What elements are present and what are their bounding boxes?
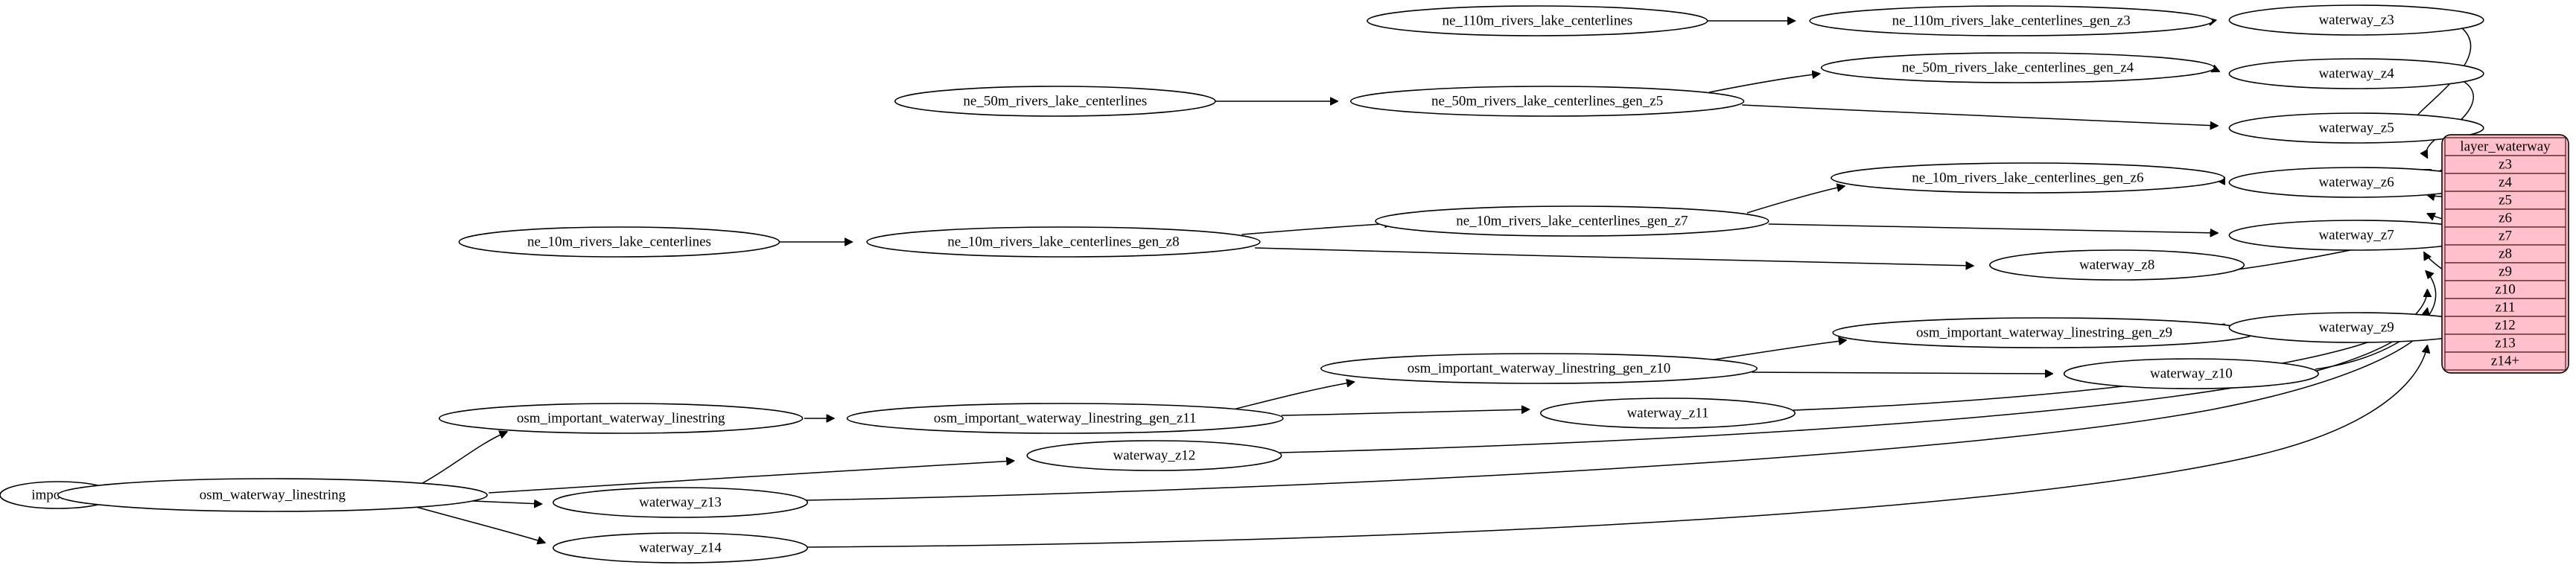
node-ellipse <box>439 403 804 434</box>
node-ellipse <box>2228 58 2484 89</box>
edge-gen_z10-waterway_z10 <box>1752 372 2053 374</box>
layer-table-header-cell <box>2444 137 2566 156</box>
layer-table-row-cell <box>2444 334 2566 353</box>
graph-node[interactable]: waterway_z10 <box>2063 358 2319 389</box>
layer-table-row-cell <box>2444 191 2566 210</box>
layer-table-row-cell <box>2444 155 2566 174</box>
edge-gen_z8-waterway_z8 <box>1255 247 1974 266</box>
layer-table-row[interactable]: z10 <box>2444 280 2566 299</box>
layer-table-row[interactable]: z11 <box>2444 298 2566 317</box>
node-ellipse <box>1539 398 1796 429</box>
node-ellipse <box>1367 5 1708 36</box>
graph-node[interactable]: waterway_z12 <box>1026 440 1282 471</box>
layer-table-row-cell <box>2444 173 2566 192</box>
graph-node[interactable]: waterway_z4 <box>2228 58 2484 89</box>
node-ellipse <box>846 403 1284 434</box>
layer-table-row[interactable]: z14+ <box>2444 351 2566 371</box>
layer-table-row-cell <box>2444 280 2566 299</box>
graph-node[interactable]: ne_10m_rivers_lake_centerlines_gen_z8 <box>866 226 1261 258</box>
nodes-layer: imposm3osm_waterway_linestringosm_import… <box>0 4 2484 564</box>
edge-waterway_z14-cell-z14 <box>806 345 2427 548</box>
node-ellipse <box>2228 112 2484 144</box>
layer-table-row[interactable]: z7 <box>2444 226 2566 246</box>
node-ellipse <box>1820 52 2216 83</box>
layer-waterway-table: layer_waterwayz3z4z5z6z7z8z9z10z11z12z13… <box>2441 134 2569 374</box>
graph-node[interactable]: ne_50m_rivers_lake_centerlines_gen_z5 <box>1349 86 1745 117</box>
node-ellipse <box>1375 205 1769 237</box>
edge-gen_z11-gen_z10 <box>1230 382 1354 411</box>
graph-node[interactable]: osm_important_waterway_linestring_gen_z9 <box>1832 317 2257 348</box>
graph-node[interactable]: ne_50m_rivers_lake_centerlines_gen_z4 <box>1820 52 2216 83</box>
node-ellipse <box>2228 4 2484 36</box>
edge-gen_z8-gen_z7 <box>1241 223 1392 235</box>
graph-node[interactable]: osm_important_waterway_linestring_gen_z1… <box>846 403 1284 434</box>
node-ellipse <box>866 226 1261 258</box>
node-ellipse <box>57 478 488 512</box>
graph-node[interactable]: ne_50m_rivers_lake_centerlines <box>894 86 1216 117</box>
node-ellipse <box>552 532 809 564</box>
layer-table-row-cell <box>2444 298 2566 317</box>
graph-node[interactable]: waterway_z14 <box>552 532 809 564</box>
edge-osm_waterway_linestring-waterway_z14 <box>416 506 545 543</box>
edge-gen_z4-waterway_z4 <box>2214 69 2219 71</box>
edge-waterway_z11-cell-z11 <box>1793 290 2427 411</box>
edge-waterway_z13-cell-z13 <box>806 327 2427 501</box>
layer-table-row-cell <box>2444 226 2566 246</box>
graph-node[interactable]: osm_waterway_linestring <box>57 478 488 512</box>
graph-node[interactable]: waterway_z11 <box>1539 398 1796 429</box>
graph-node[interactable]: ne_10m_rivers_lake_centerlines_gen_z6 <box>1831 162 2225 194</box>
graph-node[interactable]: waterway_z8 <box>1989 249 2245 281</box>
graph-node[interactable]: waterway_z13 <box>552 487 809 518</box>
layer-table-row-cell <box>2444 351 2566 371</box>
node-ellipse <box>1809 5 2213 36</box>
layer-table-row[interactable]: z6 <box>2444 208 2566 228</box>
layer-table-row[interactable]: z8 <box>2444 244 2566 264</box>
node-ellipse <box>1320 353 1758 384</box>
graph-node[interactable]: ne_10m_rivers_lake_centerlines_gen_z7 <box>1375 205 1769 237</box>
layer-table-row-cell <box>2444 316 2566 335</box>
edge-gen_z5-waterway_z5 <box>1742 104 2218 126</box>
layer-table-row[interactable]: z3 <box>2444 155 2566 174</box>
edge-osm_waterway_linestring-waterway_z12 <box>489 461 1014 494</box>
graph-node[interactable]: waterway_z3 <box>2228 4 2484 36</box>
layer-table-outline <box>2441 134 2569 374</box>
edge-osm_waterway_linestring-osm_important_waterway_linestring <box>421 432 506 485</box>
layer-table-row-cell <box>2444 244 2566 264</box>
node-ellipse <box>552 487 809 518</box>
node-ellipse <box>2063 358 2319 389</box>
node-ellipse <box>458 226 780 258</box>
graph-node[interactable]: ne_110m_rivers_lake_centerlines_gen_z3 <box>1809 5 2213 36</box>
layer-table-header: layer_waterway <box>2444 137 2566 156</box>
layer-table-row[interactable]: z12 <box>2444 316 2566 335</box>
layer-table-row[interactable]: z13 <box>2444 334 2566 353</box>
edge-gen_z5-gen_z4 <box>1708 74 1820 93</box>
graph-node[interactable]: ne_110m_rivers_lake_centerlines <box>1367 5 1708 36</box>
node-ellipse <box>1832 317 2257 348</box>
graph-node[interactable]: ne_10m_rivers_lake_centerlines <box>458 226 780 258</box>
layer-table-row-cell <box>2444 262 2566 281</box>
node-ellipse <box>1831 162 2225 194</box>
node-ellipse <box>894 86 1216 117</box>
node-ellipse <box>1026 440 1282 471</box>
graph-node[interactable]: osm_important_waterway_linestring <box>439 403 804 434</box>
edges-layer <box>115 20 2504 548</box>
layer-table-row[interactable]: z4 <box>2444 173 2566 192</box>
layer-table-row[interactable]: z9 <box>2444 262 2566 281</box>
layer-table-row-cell <box>2444 208 2566 228</box>
node-ellipse <box>1349 86 1745 117</box>
edge-waterway_z12-cell-z12 <box>1279 308 2427 453</box>
edge-gen_z10-gen_z9 <box>1708 340 1846 361</box>
node-ellipse <box>1989 249 2245 281</box>
edge-gen_z7-gen_z6 <box>1746 186 1845 214</box>
edge-gen_z7-waterway_z7 <box>1768 223 2218 233</box>
edge-gen_z11-waterway_z11 <box>1281 409 1530 416</box>
layer-table-row[interactable]: z5 <box>2444 191 2566 210</box>
graph-node[interactable]: osm_important_waterway_linestring_gen_z1… <box>1320 353 1758 384</box>
